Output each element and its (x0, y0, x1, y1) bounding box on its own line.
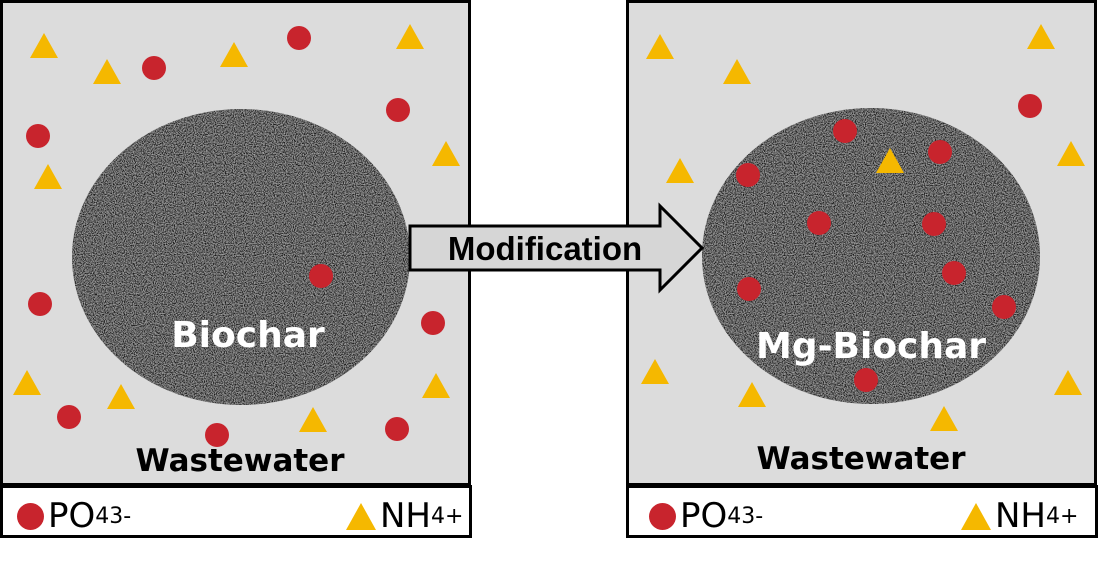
ammonium-triangle (1027, 24, 1055, 49)
ammonium-triangle (422, 373, 450, 398)
biochar-label: Biochar (171, 315, 325, 356)
ammonium-triangle (13, 370, 41, 395)
modification-label: Modification (448, 230, 642, 267)
phosphate-sup: 3- (109, 503, 132, 529)
phosphate-dot (737, 277, 761, 301)
ammonium-triangle (396, 24, 424, 49)
ammonium-triangle (646, 34, 674, 59)
mg-biochar-label: Mg-Biochar (756, 326, 986, 367)
ammonium-triangle (876, 148, 904, 173)
ammonium-triangle (220, 42, 248, 67)
phosphate-dot (421, 311, 445, 335)
ammonium-base: NH (380, 496, 431, 536)
phosphate-dot (854, 368, 878, 392)
phosphate-dot (992, 295, 1016, 319)
phosphate-dot (833, 119, 857, 143)
phosphate-dot (385, 417, 409, 441)
phosphate-dot (807, 211, 831, 235)
ammonium-triangle (1054, 370, 1082, 395)
phosphate-dot (142, 56, 166, 80)
phosphate-dot (942, 261, 966, 285)
phosphate-symbol (17, 502, 44, 530)
phosphate-symbol (649, 502, 676, 530)
phosphate-sup: 3- (741, 503, 764, 529)
ammonium-sup: + (1060, 503, 1079, 529)
ammonium-sub: 4 (431, 503, 445, 529)
ammonium-triangle (299, 407, 327, 432)
phosphate-dot (26, 124, 50, 148)
biochar-particle (72, 109, 410, 405)
phosphate-dot (309, 264, 333, 288)
phosphate-dot (57, 405, 81, 429)
phosphate-dot (1018, 94, 1042, 118)
ammonium-triangle (723, 59, 751, 84)
ammonium-triangle (432, 141, 460, 166)
ammonium-triangle (738, 382, 766, 407)
phosphate-dot (736, 163, 760, 187)
ammonium-triangle (30, 33, 58, 58)
phosphate-dot (205, 423, 229, 447)
ammonium-sup: + (445, 503, 464, 529)
phosphate-dot (28, 292, 52, 316)
ammonium-triangle (930, 406, 958, 431)
phosphate-base: PO (680, 496, 728, 536)
phosphate-sub: 4 (727, 503, 742, 529)
ammonium-triangle (93, 59, 121, 84)
ammonium-triangle (641, 359, 669, 384)
ammonium-symbol (961, 502, 991, 530)
right-wastewater-label: Wastewater (757, 441, 967, 477)
phosphate-dot (922, 212, 946, 236)
ammonium-triangle (1057, 141, 1085, 166)
phosphate-dot (287, 26, 311, 50)
modification-arrow (408, 202, 705, 294)
ammonium-symbol (346, 502, 376, 530)
ammonium-sub: 4 (1046, 503, 1060, 529)
phosphate-dot (386, 98, 410, 122)
mg-biochar-particle (702, 108, 1040, 404)
phosphate-base: PO (48, 496, 96, 536)
ammonium-triangle (34, 164, 62, 189)
ammonium-triangle (666, 158, 694, 183)
phosphate-dot (928, 140, 952, 164)
phosphate-sub: 4 (95, 503, 110, 529)
left-wastewater-label: Wastewater (136, 443, 346, 479)
ammonium-triangle (107, 384, 135, 409)
ion-markers (13, 24, 1085, 447)
ammonium-base: NH (995, 496, 1046, 536)
